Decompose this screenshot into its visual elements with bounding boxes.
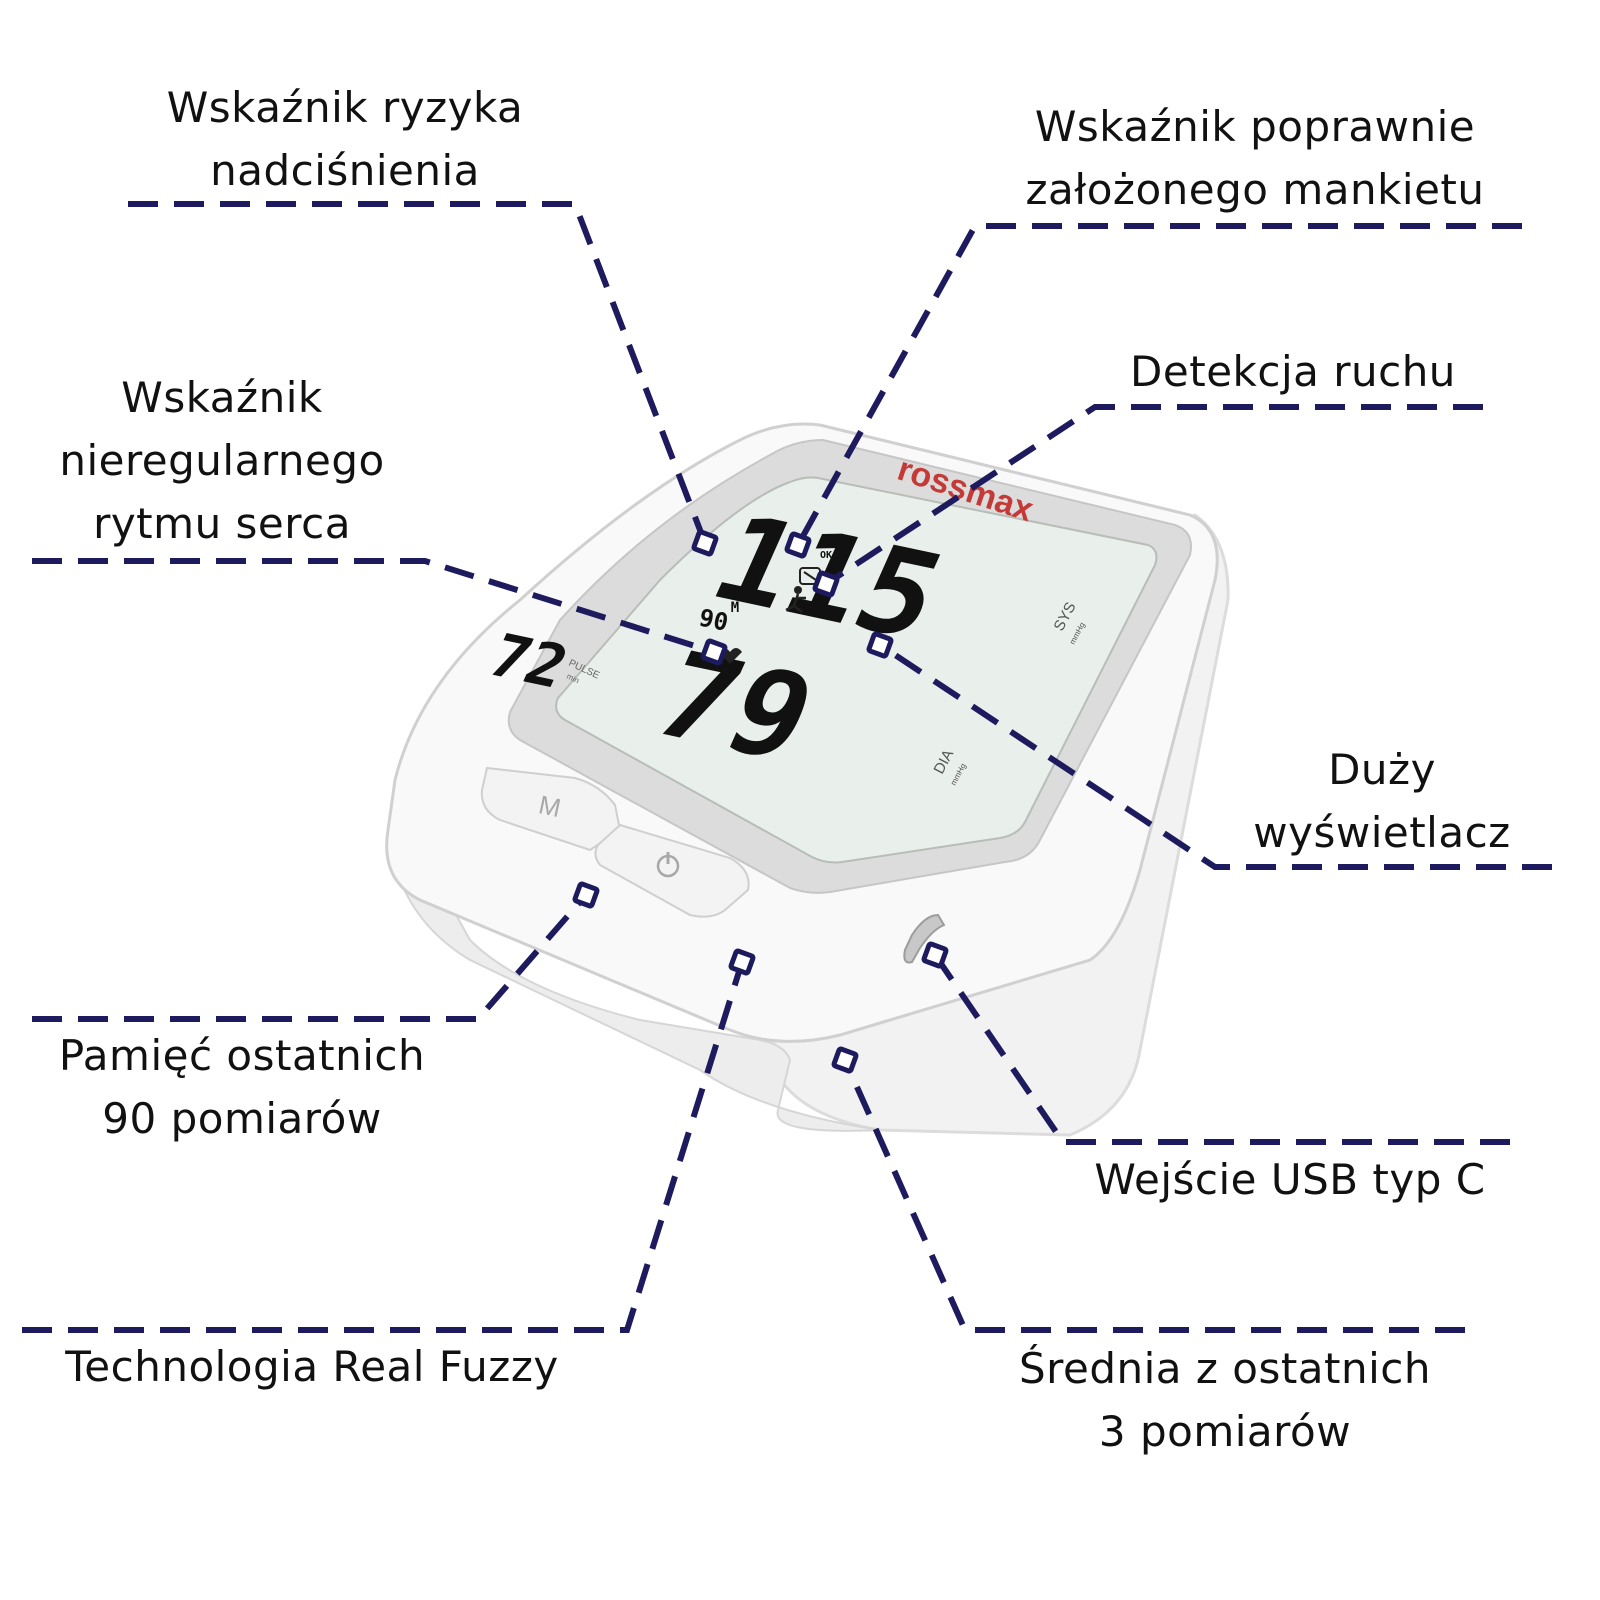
leader-marker-large-display xyxy=(866,631,894,659)
leader-line-usb-c xyxy=(932,953,1510,1145)
leader-marker-real-fuzzy xyxy=(728,948,756,976)
leader-line-hypertension-risk xyxy=(128,201,708,545)
m-button[interactable]: M xyxy=(480,766,622,852)
label-usb-c: Wejście USB typ C xyxy=(1094,1155,1486,1204)
leader-marker-usb-c xyxy=(921,941,949,969)
device-base xyxy=(387,824,881,1132)
leader-marker-motion-detection xyxy=(812,570,840,598)
leader-marker-memory xyxy=(572,881,600,909)
leader-line-memory xyxy=(32,893,589,1022)
power-button[interactable] xyxy=(594,823,750,918)
ok-label: OK xyxy=(820,550,832,561)
leader-line-motion-detection xyxy=(824,404,1483,587)
leader-line-large-display xyxy=(878,642,1552,870)
leader-marker-hypertension-risk xyxy=(691,529,719,557)
annotation-leaders xyxy=(22,201,1552,1333)
lcd-screen xyxy=(555,476,1158,864)
leader-marker-irregular-heartbeat xyxy=(700,638,728,666)
label-real-fuzzy: Technologia Real Fuzzy xyxy=(65,1342,559,1391)
leader-marker-cuff-indicator xyxy=(784,531,812,559)
power-icon xyxy=(656,852,680,878)
memory-flag: M xyxy=(731,600,739,616)
leader-line-average xyxy=(842,1058,1465,1333)
leader-line-real-fuzzy xyxy=(22,961,745,1333)
label-motion-detection: Detekcja ruchu xyxy=(1130,347,1456,396)
leader-line-irregular-heartbeat xyxy=(32,558,715,655)
memory-reading: 90 xyxy=(697,603,731,636)
motion-icon xyxy=(785,586,806,613)
usb-c-port xyxy=(903,913,946,964)
leader-marker-average xyxy=(831,1046,859,1074)
